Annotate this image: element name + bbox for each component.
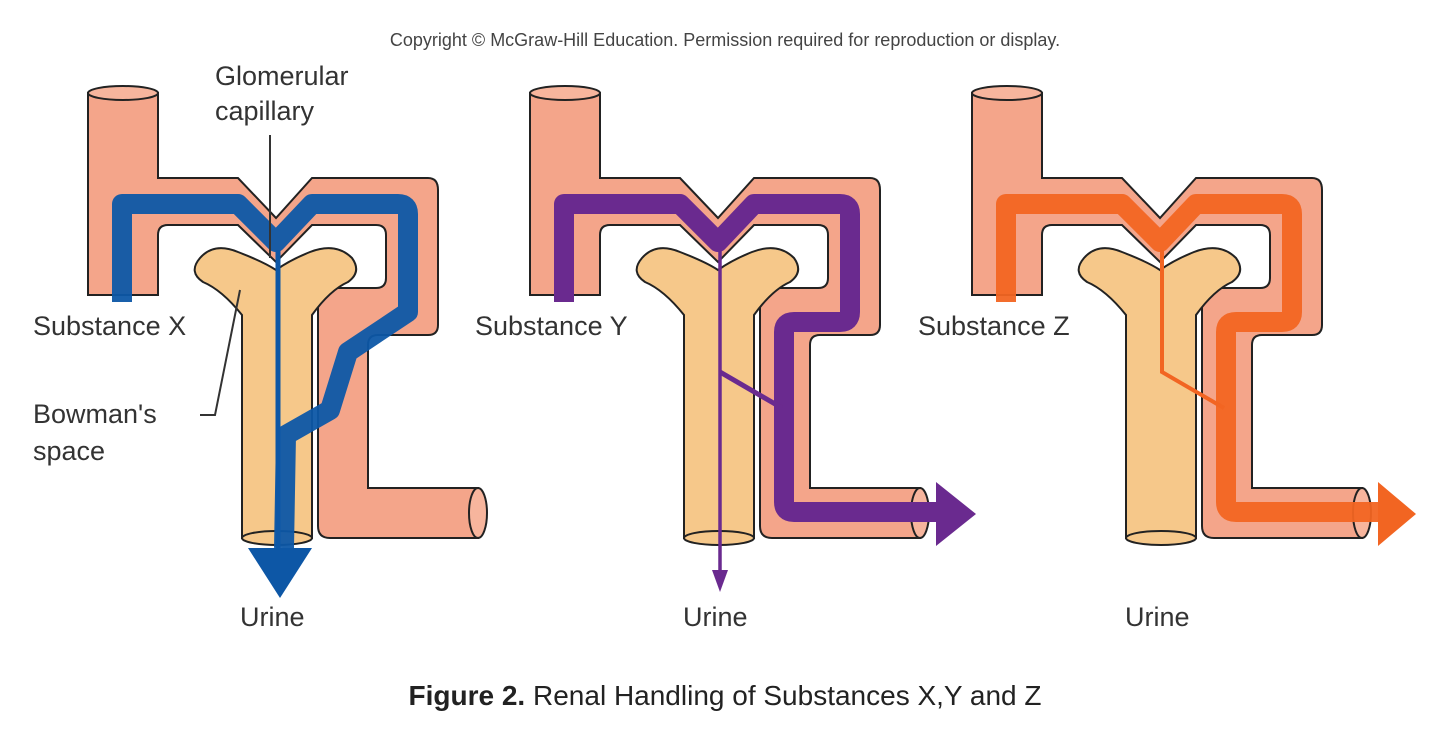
figure-caption: Figure 2. Renal Handling of Substances X… xyxy=(0,680,1440,712)
bowmans-space-label-line1: Bowman's xyxy=(33,399,157,429)
substance-x-urine-arrow xyxy=(248,548,312,598)
bowmans-space-pointer xyxy=(200,289,241,416)
figure-caption-text: Renal Handling of Substances X,Y and Z xyxy=(533,680,1042,711)
panel-substance-y xyxy=(529,85,976,592)
urine-label-z: Urine xyxy=(1125,602,1190,632)
panel-substance-z xyxy=(971,85,1416,546)
vessel-opening-afferent xyxy=(87,85,159,101)
tubule-opening xyxy=(1125,530,1197,546)
vessel-opening-afferent xyxy=(971,85,1043,101)
substance-z-path xyxy=(996,194,1378,522)
copyright-notice: Copyright © McGraw-Hill Education. Permi… xyxy=(389,30,1061,50)
substance-x-path xyxy=(112,194,418,549)
bowmans-space-label-line2: space xyxy=(33,436,106,466)
urine-label-x: Urine xyxy=(240,602,305,632)
substance-z-filtration-line xyxy=(1160,250,1226,410)
substance-y-path xyxy=(554,194,936,522)
substance-x-label: Substance X xyxy=(33,311,187,341)
substance-y-urine-arrow xyxy=(712,570,728,592)
figure-caption-number: Figure 2. xyxy=(408,680,526,711)
substance-z-label: Substance Z xyxy=(918,311,1070,341)
substance-y-secretion-line xyxy=(718,369,784,411)
substance-y-label: Substance Y xyxy=(475,311,628,341)
vessel-opening-efferent xyxy=(468,487,488,539)
glomerular-capillary-label-line1: Glomerular xyxy=(215,61,349,91)
substance-y-blood-arrow xyxy=(936,482,976,546)
glomerular-capillary-label-line2: capillary xyxy=(215,96,315,126)
panel-substance-x xyxy=(87,85,488,598)
urine-label-y: Urine xyxy=(683,602,748,632)
vessel-opening-afferent xyxy=(529,85,601,101)
substance-z-blood-arrow xyxy=(1378,482,1416,546)
